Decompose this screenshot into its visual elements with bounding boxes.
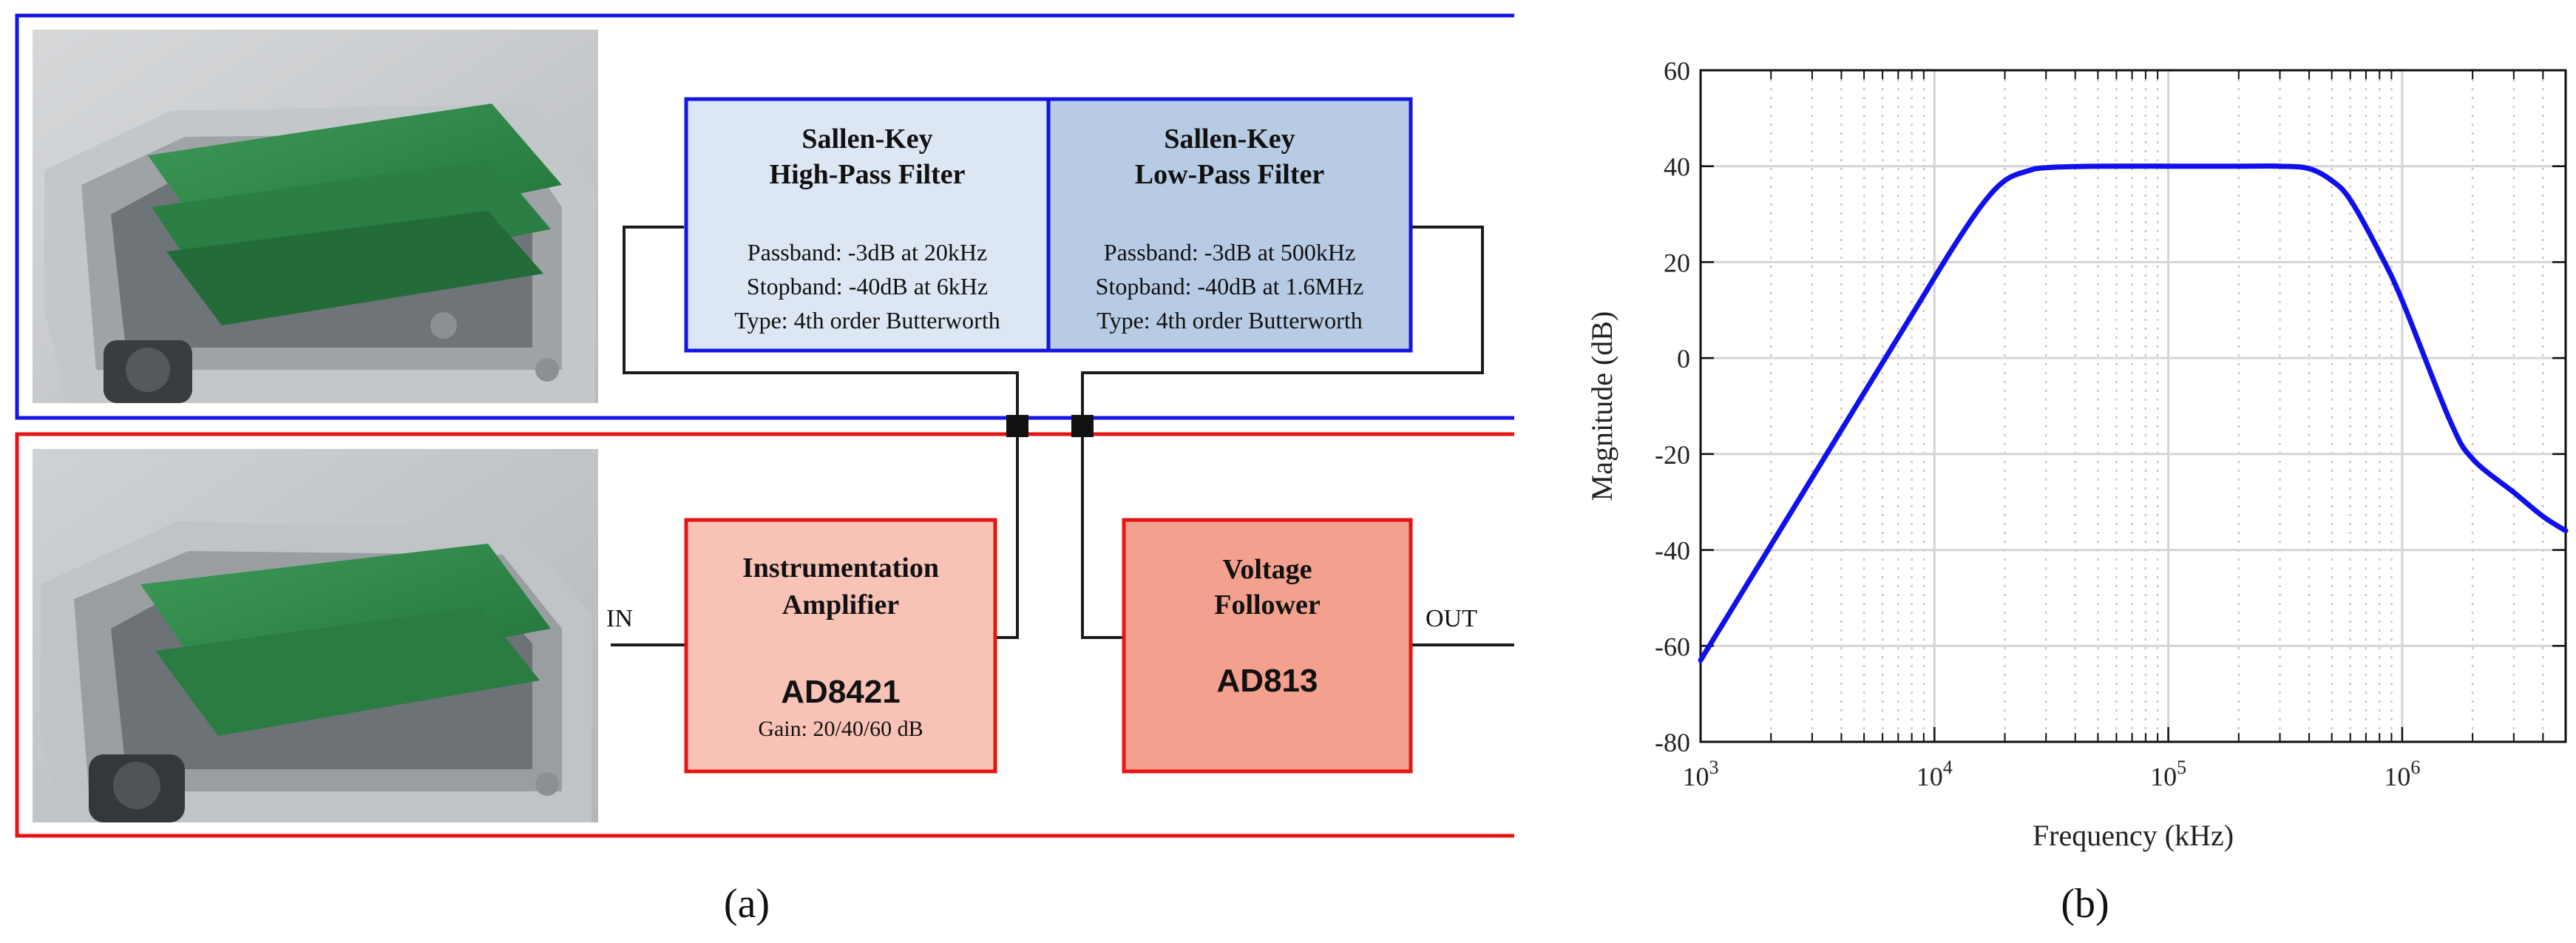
connector-node-left: [1006, 415, 1028, 437]
x-tick-label: 103: [1683, 757, 1719, 791]
x-tick-label: 104: [1916, 757, 1953, 791]
chart-ticks: [1699, 69, 2566, 743]
inamp-gain: Gain: 20/40/60 dB: [758, 717, 923, 741]
hpf-title-1: Sallen-Key: [801, 124, 932, 155]
bottom-frame: [15, 432, 1514, 838]
hpf-stopband: Stopband: -40dB at 6kHz: [747, 273, 988, 300]
lpf-title-1: Sallen-Key: [1164, 124, 1295, 155]
hpf-block: Sallen-Key High-Pass Filter Passband: -3…: [684, 97, 1051, 353]
panel-label-a: (a): [724, 881, 770, 927]
inamp-block: Instrumentation Amplifier AD8421 Gain: 2…: [684, 518, 997, 774]
hpf-type: Type: 4th order Butterworth: [734, 307, 1000, 334]
enclosure-photo-amplifier: [33, 449, 598, 822]
x-tick-labels: 103 104 105 106: [1683, 757, 2421, 791]
y-tick-label: 20: [1664, 248, 1690, 277]
follower-title-2: Follower: [1214, 589, 1321, 621]
connector-node-right: [1071, 415, 1094, 437]
wires: [611, 226, 1514, 646]
frequency-response-chart: 60 40 20 0 -20 -40 -60 -80 103 104 105 106 Frequen…: [1585, 56, 2569, 927]
chart-grid: [1699, 69, 2566, 743]
output-label: OUT: [1426, 605, 1477, 632]
response-line: [1698, 163, 2569, 663]
follower-block: Voltage Follower AD813: [1122, 518, 1413, 774]
lpf-type: Type: 4th order Butterworth: [1097, 307, 1362, 334]
inamp-title-1: Instrumentation: [742, 552, 939, 584]
y-tick-label: -80: [1655, 728, 1690, 757]
hpf-passband: Passband: -3dB at 20kHz: [748, 239, 987, 266]
enclosure-photo-filters: [33, 30, 598, 403]
y-axis-label: Magnitude (dB): [1585, 311, 1619, 501]
y-tick-label: -60: [1655, 632, 1690, 661]
y-tick-label: -40: [1655, 536, 1690, 566]
x-axis-label: Frequency (kHz): [2033, 819, 2234, 852]
y-tick-label: 0: [1677, 344, 1690, 374]
y-tick-label: 60: [1664, 56, 1690, 86]
lpf-passband: Passband: -3dB at 500kHz: [1104, 239, 1355, 266]
follower-title-1: Voltage: [1222, 554, 1312, 585]
x-tick-label: 105: [2150, 757, 2186, 791]
block-diagram: Sallen-Key High-Pass Filter Passband: -3…: [15, 13, 1514, 927]
y-tick-labels: 60 40 20 0 -20 -40 -60 -80: [1655, 56, 1690, 757]
plot-frame: [1699, 69, 2567, 743]
lpf-stopband: Stopband: -40dB at 1.6MHz: [1096, 273, 1364, 300]
lpf-block: Sallen-Key Low-Pass Filter Passband: -3d…: [1046, 97, 1413, 353]
x-tick-label: 106: [2384, 757, 2420, 791]
inamp-title-2: Amplifier: [782, 589, 899, 621]
y-tick-label: 40: [1664, 152, 1690, 182]
lpf-title-2: Low-Pass Filter: [1135, 159, 1325, 190]
input-label: IN: [606, 605, 633, 632]
panel-label-b: (b): [2061, 881, 2109, 927]
y-tick-label: -20: [1655, 440, 1690, 470]
hpf-title-2: High-Pass Filter: [770, 159, 966, 190]
inamp-part: AD8421: [781, 674, 900, 710]
top-frame: [15, 13, 1514, 420]
follower-part: AD813: [1217, 663, 1318, 699]
